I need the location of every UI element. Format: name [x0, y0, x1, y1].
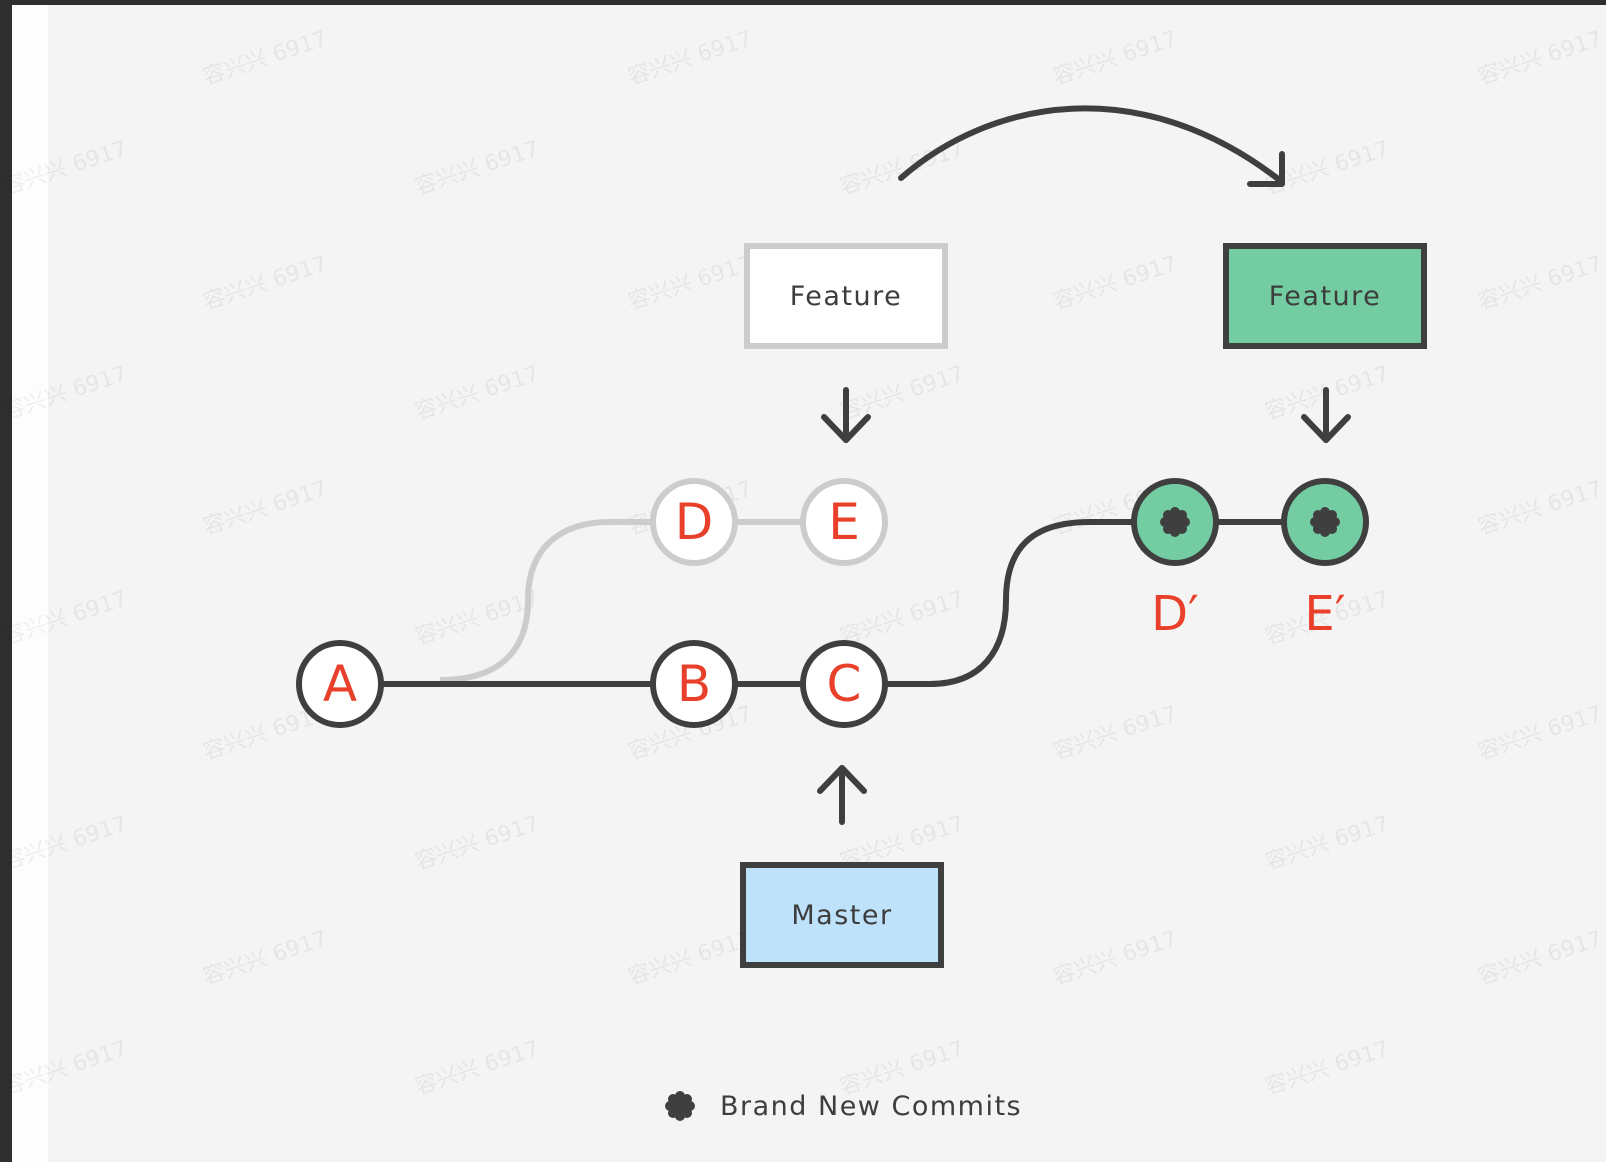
arrow-down-icon	[821, 387, 871, 443]
commit-c-label: C	[826, 655, 862, 713]
edge-c-dprime	[886, 519, 1134, 687]
commit-d-label: D	[674, 493, 714, 551]
diagram-canvas	[48, 5, 1606, 1162]
asterisk-icon	[665, 1091, 695, 1121]
asterisk-icon	[1160, 507, 1190, 537]
feature-old-box	[744, 243, 948, 349]
commit-c-node	[800, 640, 888, 728]
asterisk-icon	[1310, 507, 1340, 537]
commit-eprime-label: E′	[1304, 586, 1346, 642]
legend-label: Brand New Commits	[720, 1090, 1023, 1122]
master-box	[740, 862, 944, 968]
commit-b-label: B	[676, 655, 712, 713]
commit-e-node	[800, 478, 888, 566]
commit-a-label: A	[322, 655, 358, 713]
commit-dprime-label: D′	[1151, 586, 1199, 642]
commit-d-node	[650, 478, 738, 566]
legend: Brand New Commits	[662, 1088, 1022, 1124]
commit-b-node	[650, 640, 738, 728]
feature-new-label: Feature	[1268, 280, 1382, 312]
master-label: Master	[791, 899, 893, 931]
top-strip	[0, 0, 1606, 5]
edge-a-d-faded	[439, 519, 652, 683]
commit-a-node	[296, 640, 384, 728]
arrow-down-icon	[1301, 387, 1351, 443]
rebase-arrow-icon	[898, 105, 1285, 187]
feature-new-box	[1223, 243, 1427, 349]
arrow-up-icon	[817, 765, 867, 825]
feature-old-label: Feature	[789, 280, 903, 312]
commit-e-label: E	[828, 493, 860, 551]
